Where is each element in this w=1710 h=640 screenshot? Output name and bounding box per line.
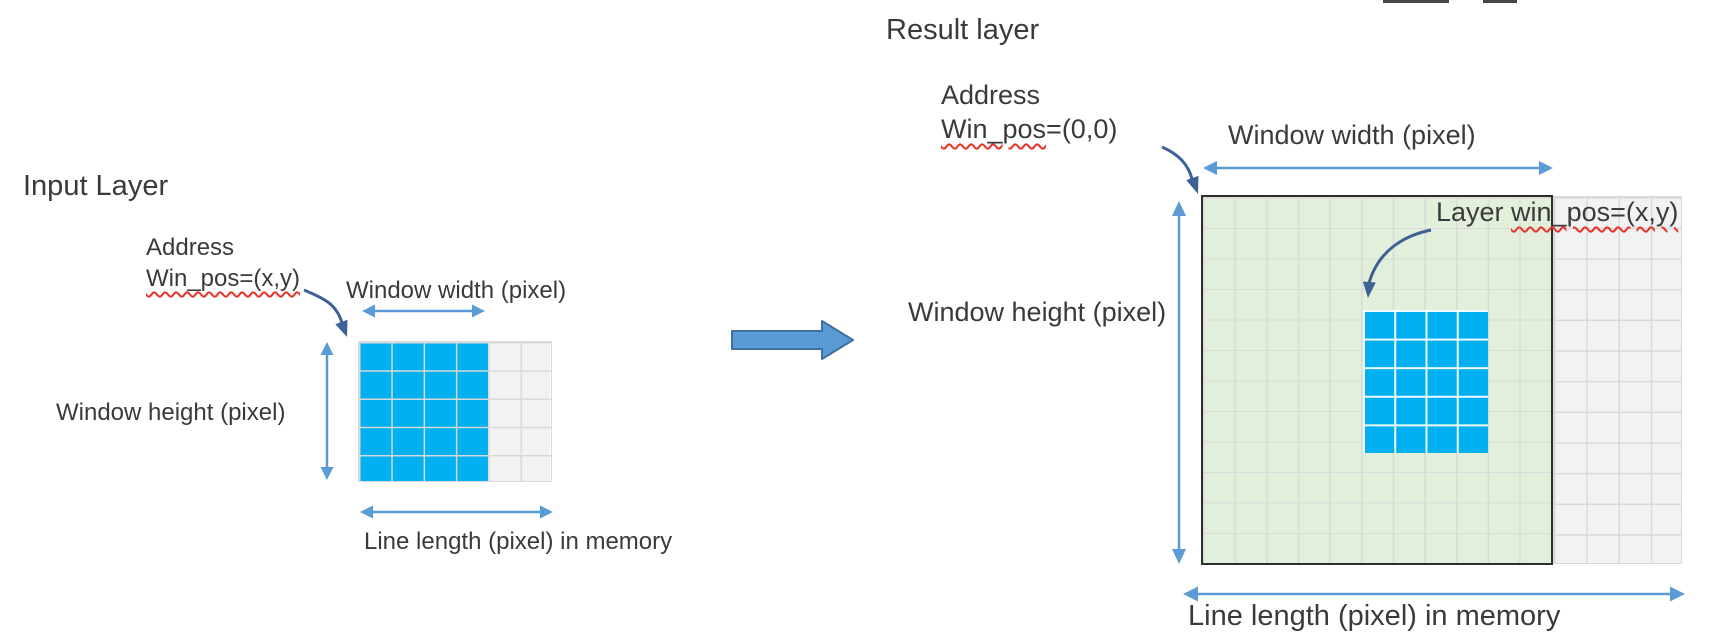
transform-arrow	[731, 320, 854, 360]
result-address-line1: Address	[941, 80, 1041, 110]
result-window-height-label: Window height (pixel)	[908, 297, 1167, 327]
layer-win-pos-label: Layer win_pos=(x,y)	[1436, 197, 1678, 228]
input-window-width-label: Window width (pixel)	[346, 277, 567, 304]
input-window-height-arrow	[320, 342, 334, 480]
result-memory-padding-cells	[1553, 196, 1682, 564]
input-memory-grid	[358, 341, 552, 482]
result-address-label: Address Win_pos=(0,0)	[941, 78, 1117, 146]
input-address-label: Address Win_pos=(x,y)	[146, 232, 300, 294]
input-win-pos-pointer-arrow	[303, 288, 348, 337]
result-padding-grid-lines	[1554, 197, 1681, 563]
input-window-width-arrow	[362, 304, 485, 318]
layer-win-pos-prefix: Layer	[1436, 197, 1512, 227]
input-window-height-label: Window height (pixel)	[56, 399, 286, 426]
input-win-pos-value: Win_pos=(x,y)	[146, 265, 301, 292]
result-layer-title: Result layer	[886, 14, 1040, 46]
result-win-pos-value: Win_pos	[941, 114, 1047, 144]
input-line-length-label: Line length (pixel) in memory	[364, 528, 673, 555]
result-line-length-label: Line length (pixel) in memory	[1188, 600, 1561, 632]
result-window-height-arrow	[1172, 201, 1186, 564]
copied-window-grid-lines	[1363, 310, 1488, 453]
cropped-top-line-1	[1383, 0, 1449, 3]
result-window-width-label: Window width (pixel)	[1228, 120, 1476, 150]
layer-win-pos-value: win_pos=(x,y)	[1511, 197, 1679, 227]
cropped-top-line-2	[1483, 0, 1517, 3]
input-grid-lines	[359, 342, 551, 481]
result-win-pos-pointer-arrow	[1161, 145, 1199, 194]
copied-input-window	[1363, 310, 1488, 453]
result-window-width-arrow	[1203, 161, 1553, 175]
result-win-pos-rest: =(0,0)	[1046, 114, 1118, 144]
input-address-line1: Address	[146, 234, 235, 261]
input-line-length-arrow	[360, 505, 553, 519]
input-layer-title: Input Layer	[23, 170, 169, 202]
